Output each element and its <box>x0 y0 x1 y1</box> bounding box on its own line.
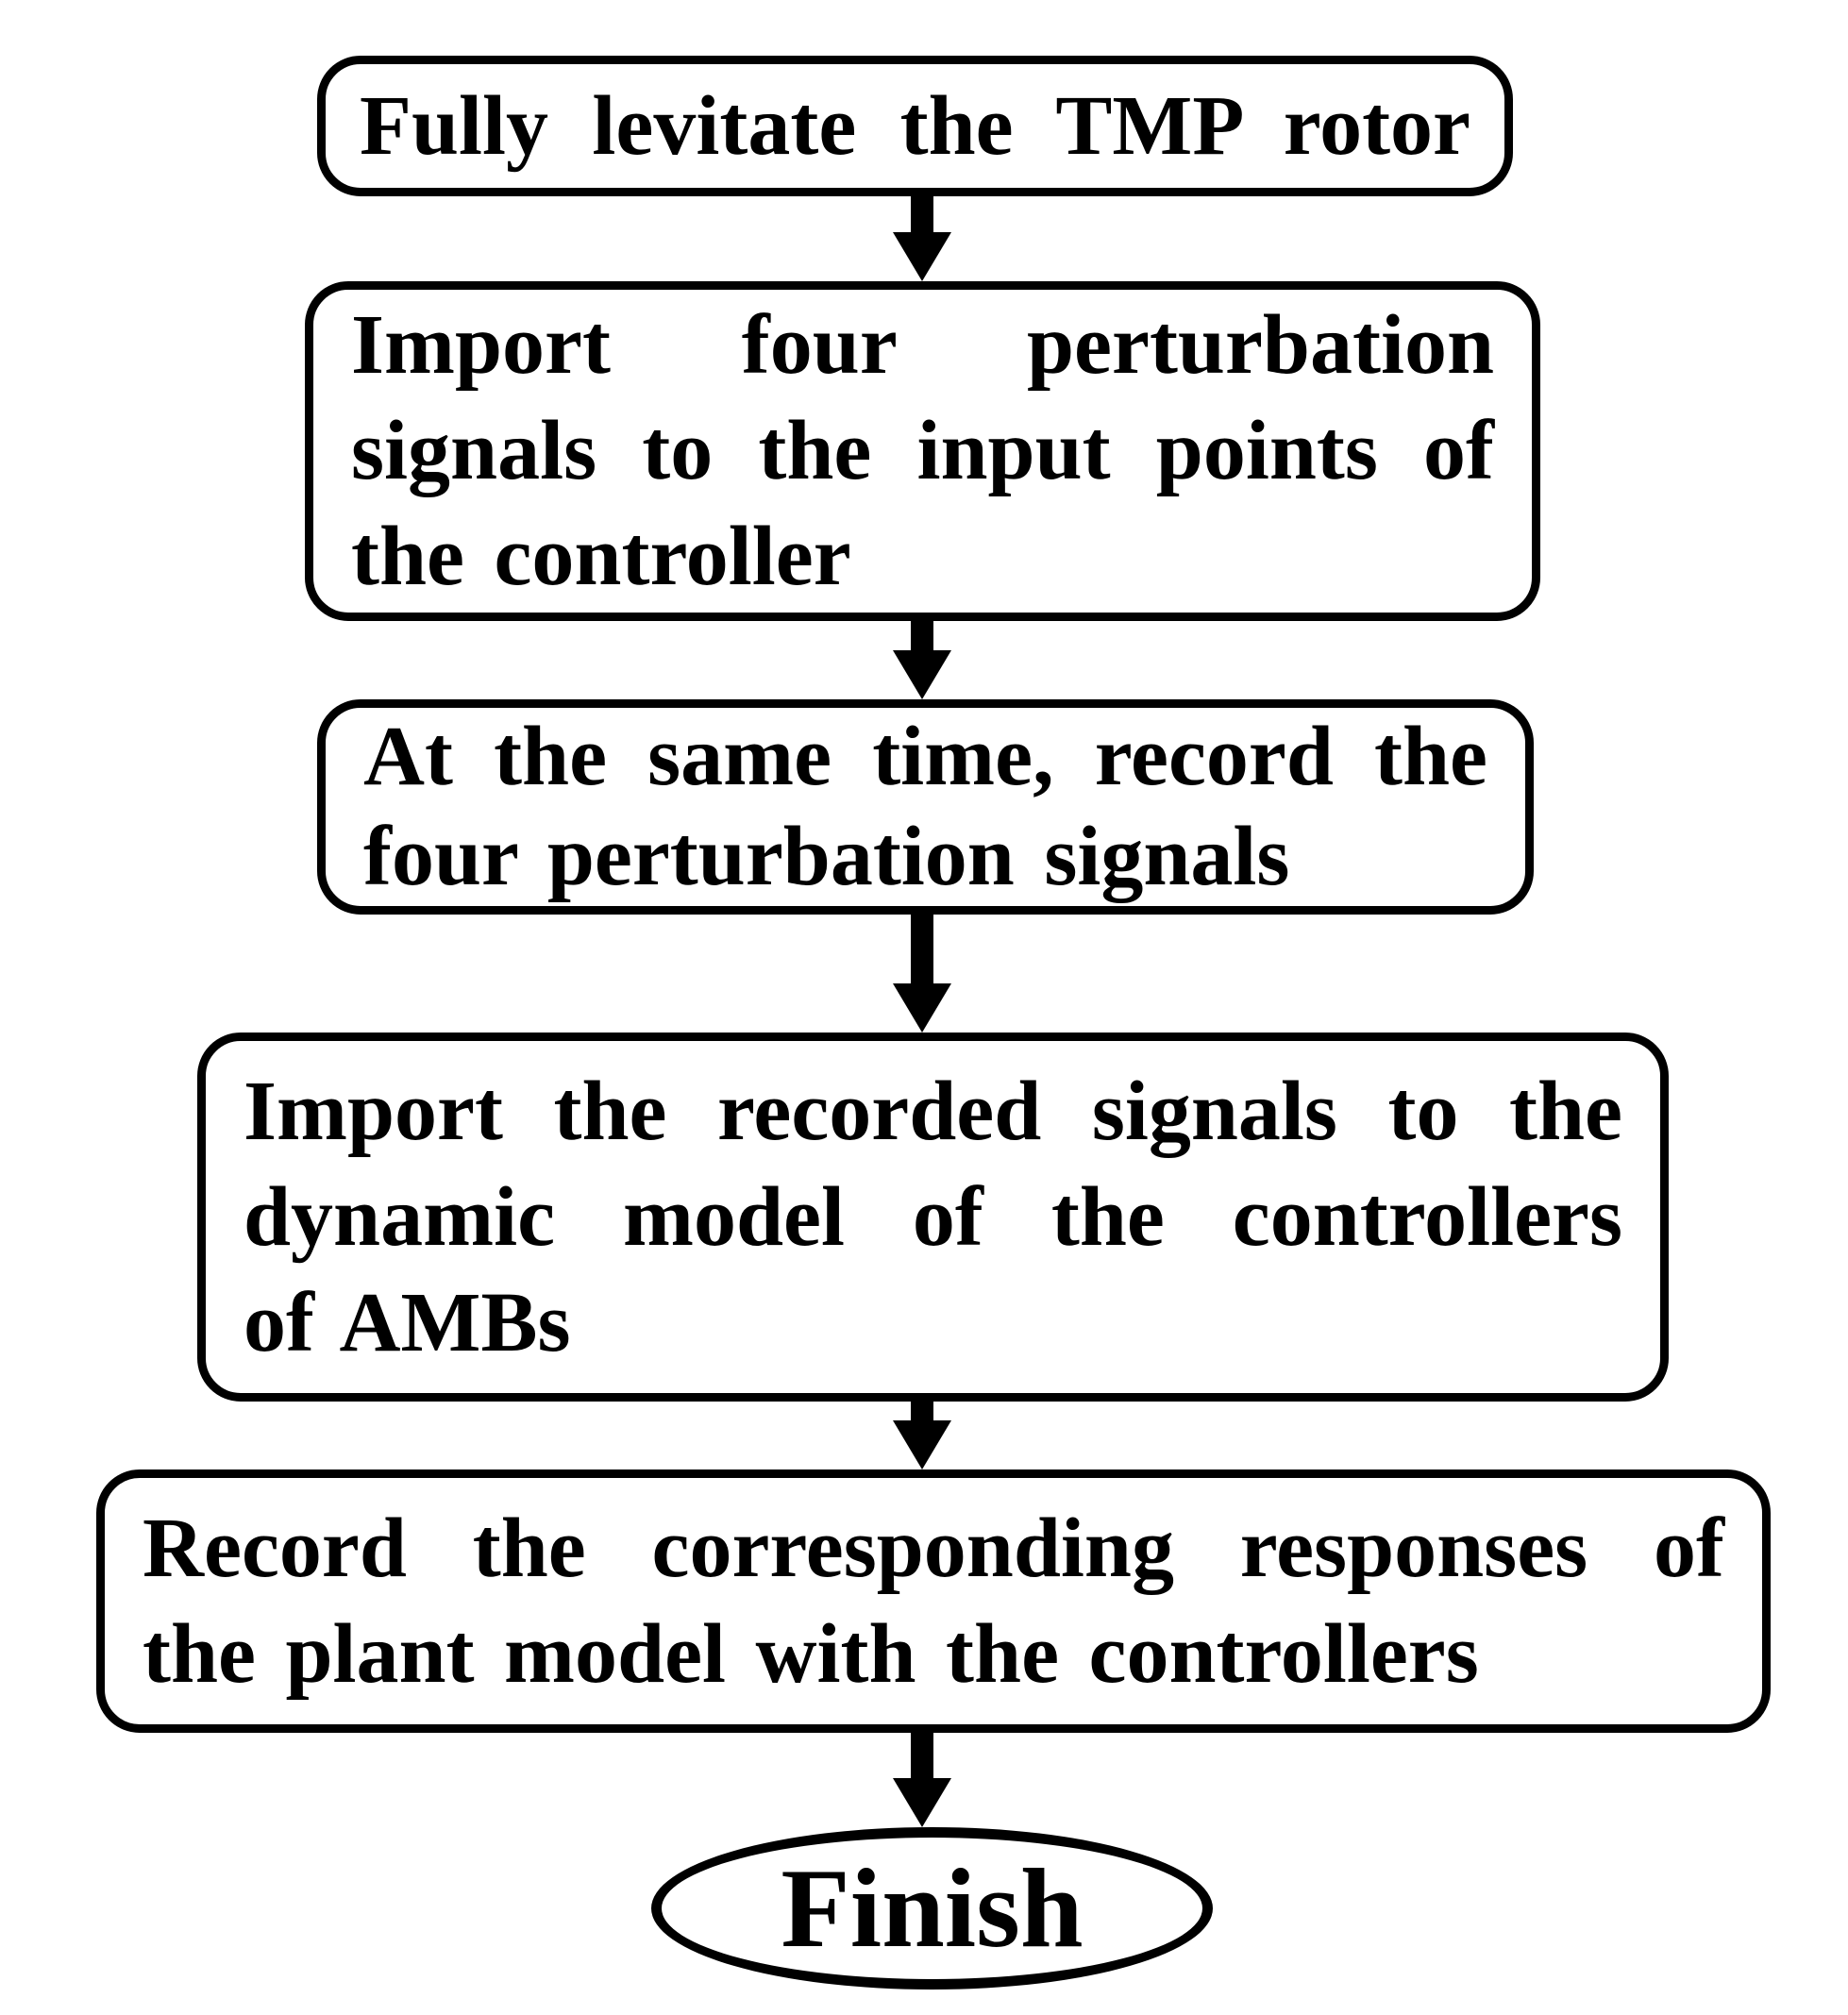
arrow-stem <box>911 1733 933 1778</box>
flow-step-import-recorded: Import the recorded signals to the dynam… <box>197 1033 1669 1402</box>
flow-terminal-finish: Finish <box>651 1827 1213 1990</box>
flow-step-record-perturbation: At the same time, record the four pertur… <box>317 699 1534 915</box>
arrow-stem <box>911 915 933 983</box>
step-text-line: Fully levitate the TMP rotor <box>360 78 1470 173</box>
step-text-line: dynamic model of the controllers <box>244 1169 1622 1264</box>
step-text-line: At the same time, record the <box>363 710 1487 803</box>
flow-step-fully-levitate: Fully levitate the TMP rotor <box>317 56 1513 196</box>
step-text-line: Import four perturbation <box>351 298 1494 392</box>
down-arrow-icon <box>893 1402 951 1469</box>
arrow-head <box>893 983 951 1033</box>
step-text-line: four perturbation signals <box>363 810 1290 903</box>
step-text-line: signals to the input points of <box>351 404 1494 497</box>
arrow-head <box>893 650 951 699</box>
arrow-head <box>893 232 951 281</box>
step-text-line: the controller <box>351 510 851 603</box>
finish-label: Finish <box>781 1845 1084 1971</box>
arrow-head <box>893 1778 951 1827</box>
down-arrow-icon <box>893 915 951 1033</box>
arrow-stem <box>911 621 933 650</box>
arrow-head <box>893 1420 951 1469</box>
down-arrow-icon <box>893 196 951 281</box>
step-text-line: Record the corresponding responses of <box>143 1501 1724 1595</box>
arrow-stem <box>911 196 933 232</box>
flow-step-import-perturbation: Import four perturbation signals to the … <box>305 281 1540 621</box>
down-arrow-icon <box>893 621 951 699</box>
flow-step-record-responses: Record the corresponding responses of th… <box>96 1469 1771 1733</box>
step-text-line: the plant model with the controllers <box>143 1606 1479 1701</box>
step-text-line: of AMBs <box>244 1275 571 1369</box>
arrow-stem <box>911 1402 933 1420</box>
down-arrow-icon <box>893 1733 951 1827</box>
step-text-line: Import the recorded signals to the <box>244 1064 1622 1158</box>
